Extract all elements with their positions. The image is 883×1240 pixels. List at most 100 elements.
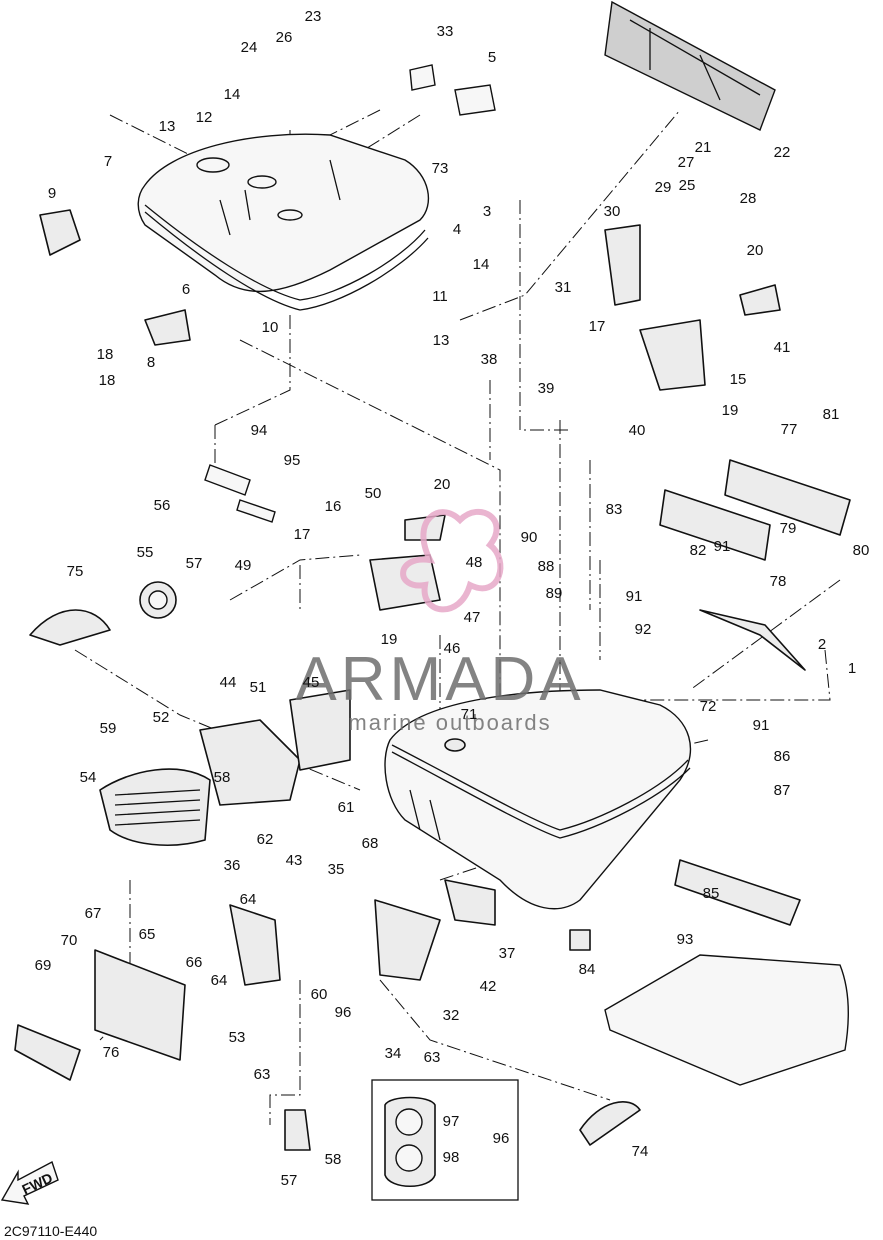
callout-label: 50 — [365, 485, 382, 502]
callout-label: 92 — [635, 621, 652, 638]
callout-label: 19 — [722, 402, 739, 419]
callout-label: 85 — [703, 885, 720, 902]
diagram-part-code: 2C97110-E440 — [4, 1223, 97, 1239]
inset-detail-box — [371, 1079, 519, 1201]
callout-label: 89 — [546, 585, 563, 602]
callout-label: 74 — [632, 1143, 649, 1160]
callout-label: 59 — [100, 720, 117, 737]
callout-label: 4 — [453, 221, 461, 238]
callout-label: 86 — [774, 748, 791, 765]
callout-label: 95 — [284, 452, 301, 469]
callout-label: 5 — [488, 49, 496, 66]
callout-label: 33 — [437, 23, 454, 40]
callout-label: 17 — [294, 526, 311, 543]
callout-label: 53 — [229, 1029, 246, 1046]
callout-label: 77 — [781, 421, 798, 438]
callout-label: 7 — [104, 153, 112, 170]
callout-label: 83 — [606, 501, 623, 518]
callout-label: 18 — [99, 372, 116, 389]
callout-label: 49 — [235, 557, 252, 574]
callout-label: 39 — [538, 380, 555, 397]
callout-label: 14 — [473, 256, 490, 273]
callout-label: 43 — [286, 852, 303, 869]
callout-label: 71 — [461, 706, 478, 723]
callout-label: 9 — [48, 185, 56, 202]
callout-labels: 1234567891011121313141415161717181819192… — [35, 8, 870, 1189]
callout-label: 12 — [196, 109, 213, 126]
callout-label: 56 — [154, 497, 171, 514]
callout-label: 18 — [97, 346, 114, 363]
callout-label: 1 — [848, 660, 856, 677]
callout-label: 38 — [481, 351, 498, 368]
callout-label: 3 — [483, 203, 491, 220]
callout-label: 97 — [443, 1113, 460, 1130]
callout-label: 6 — [182, 281, 190, 298]
callout-label: 96 — [493, 1130, 510, 1147]
watermark-tagline: marine outboards — [348, 710, 551, 735]
callout-label: 88 — [538, 558, 555, 575]
callout-label: 21 — [695, 139, 712, 156]
callout-label: 48 — [466, 554, 483, 571]
lid-assembly — [137, 133, 430, 311]
callout-label: 8 — [147, 354, 155, 371]
callout-label: 42 — [480, 978, 497, 995]
callout-label: 40 — [629, 422, 646, 439]
callout-label: 34 — [385, 1045, 402, 1062]
callout-label: 96 — [335, 1004, 352, 1021]
callout-label: 30 — [604, 203, 621, 220]
callout-label: 69 — [35, 957, 52, 974]
saddlebag-case — [384, 689, 692, 910]
callout-label: 78 — [770, 573, 787, 590]
callout-label: 73 — [432, 160, 449, 177]
panel-21 — [604, 0, 776, 131]
small-parts — [14, 64, 806, 1151]
fwd-label: FWD — [19, 1169, 55, 1197]
callout-label: 87 — [774, 782, 791, 799]
callout-label: 31 — [555, 279, 572, 296]
callout-label: 64 — [211, 972, 228, 989]
callout-label: 63 — [424, 1049, 441, 1066]
callout-label: 52 — [153, 709, 170, 726]
callout-label: 25 — [679, 177, 696, 194]
callout-label: 17 — [589, 318, 606, 335]
callout-label: 64 — [240, 891, 257, 908]
callout-label: 41 — [774, 339, 791, 356]
callout-label: 47 — [464, 609, 481, 626]
callout-label: 46 — [444, 640, 461, 657]
callout-label: 79 — [780, 520, 797, 537]
callout-label: 80 — [853, 542, 870, 559]
callout-label: 22 — [774, 144, 791, 161]
callout-label: 90 — [521, 529, 538, 546]
callout-label: 60 — [311, 986, 328, 1003]
callout-label: 91 — [753, 717, 770, 734]
callout-label: 2 — [818, 636, 826, 653]
callout-label: 94 — [251, 422, 268, 439]
callout-label: 70 — [61, 932, 78, 949]
callout-label: 93 — [677, 931, 694, 948]
speaker-grille-55 — [99, 768, 211, 846]
watermark-brand: ARMADA — [295, 645, 584, 714]
callout-label: 23 — [305, 8, 322, 25]
callout-label: 62 — [257, 831, 274, 848]
callout-label: 28 — [740, 190, 757, 207]
callout-label: 24 — [241, 39, 258, 56]
inner-liner — [604, 954, 849, 1086]
callout-label: 10 — [262, 319, 279, 336]
callout-label: 91 — [626, 588, 643, 605]
callout-label: 35 — [328, 861, 345, 878]
callout-label: 81 — [823, 406, 840, 423]
callout-label: 44 — [220, 674, 237, 691]
callout-label: 98 — [443, 1149, 460, 1166]
callout-label: 36 — [224, 857, 241, 874]
callout-label: 66 — [186, 954, 203, 971]
callout-label: 76 — [103, 1044, 120, 1061]
callout-label: 29 — [655, 179, 672, 196]
callout-label: 72 — [700, 698, 717, 715]
callout-label: 58 — [214, 769, 231, 786]
callout-label: 82 — [690, 542, 707, 559]
bracket-78 — [659, 459, 851, 561]
callout-label: 63 — [254, 1066, 271, 1083]
callout-label: 75 — [67, 563, 84, 580]
callout-label: 84 — [579, 961, 596, 978]
